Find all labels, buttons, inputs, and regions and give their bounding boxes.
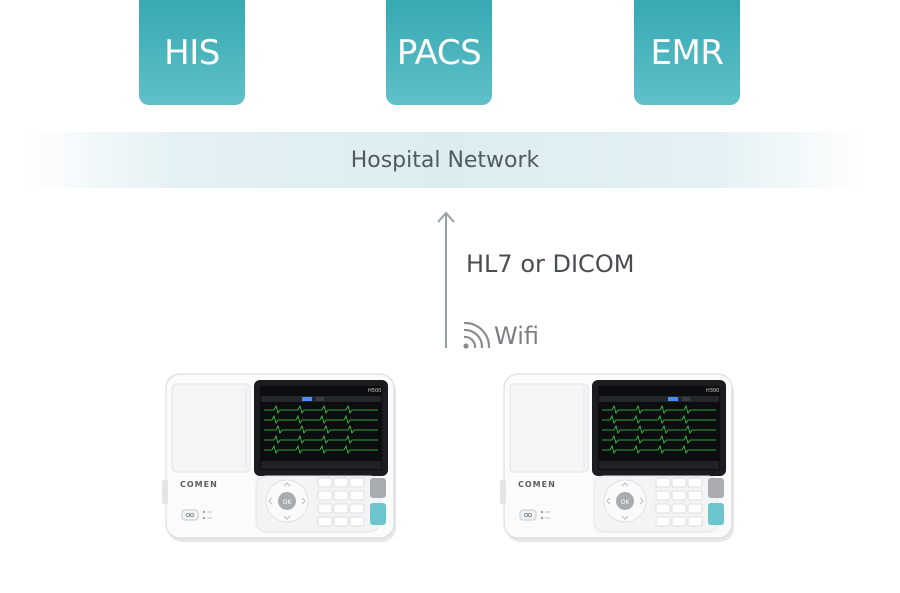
arrow-up-icon [437,211,455,223]
ok-label: OK [621,499,631,506]
device-model-label: H500 [368,388,381,394]
ecg-device-right: H300 COMEN OK [500,373,734,542]
hospital-network-band: Hospital Network [22,132,868,188]
hospital-network-label: Hospital Network [350,147,540,173]
wifi-label: Wifi [494,322,539,350]
brand-logo: COMEN [518,480,556,489]
connection-arrow-line [445,214,447,348]
his-label: HIS [164,32,220,73]
his-system-box: HIS [139,0,245,105]
wifi-icon [463,322,491,349]
ecg-waveforms [264,404,378,454]
keypad [655,477,703,527]
keypad [317,477,365,527]
emr-label: EMR [650,32,724,73]
ecg-device-left: H500 COMEN OK [162,373,396,542]
start-key [370,503,386,525]
function-key [370,478,386,498]
function-key [708,478,724,498]
protocol-label: HL7 or DICOM [466,250,635,278]
start-key [708,503,724,525]
brand-logo: COMEN [180,480,218,489]
device-model-label: H300 [706,388,719,394]
ecg-waveforms [602,404,716,454]
emr-system-box: EMR [634,0,740,105]
pacs-label: PACS [396,32,482,73]
ok-label: OK [283,499,293,506]
pacs-system-box: PACS [386,0,492,105]
